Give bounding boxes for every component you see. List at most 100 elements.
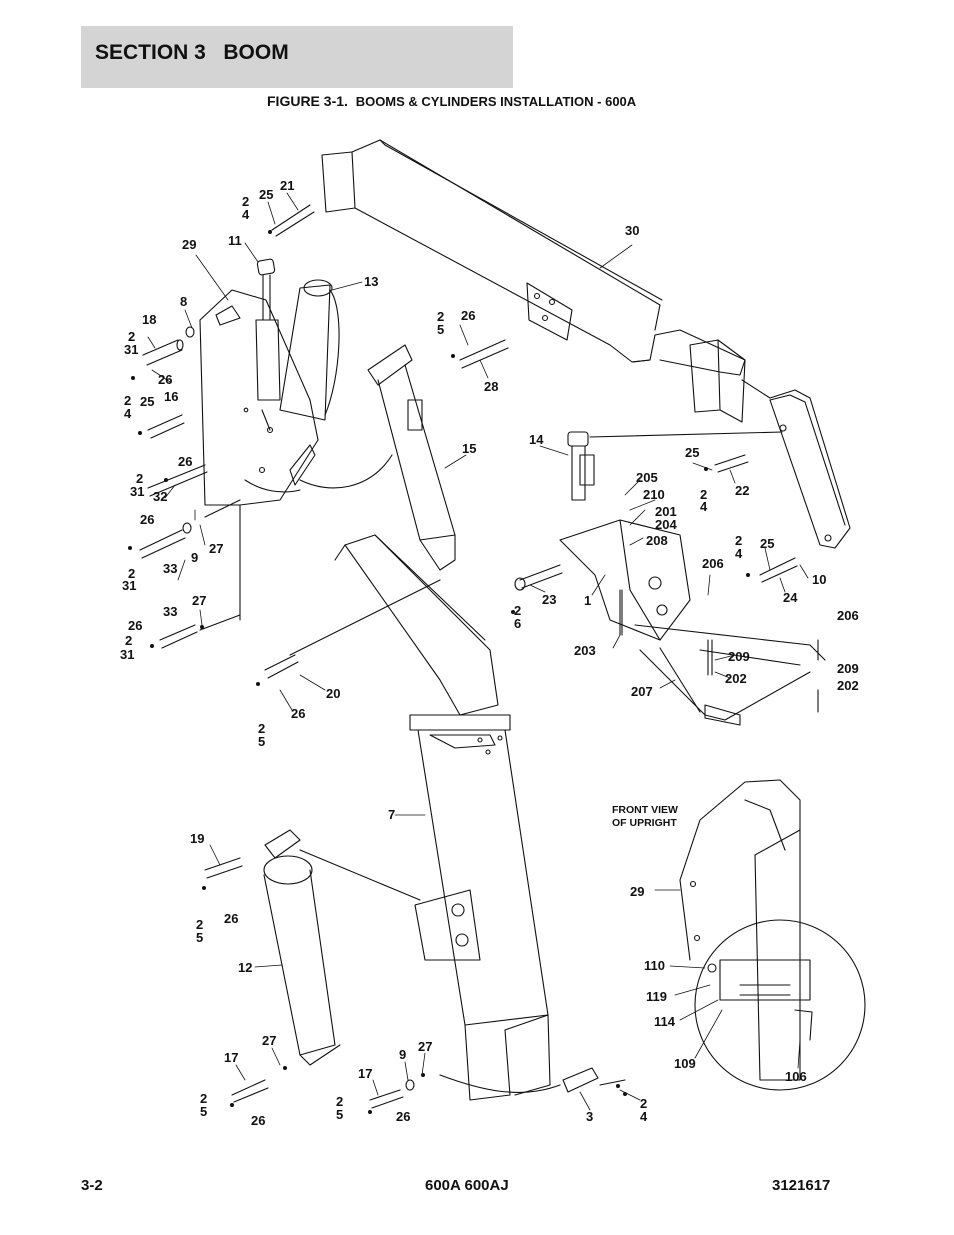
leader-lines	[147, 192, 809, 1111]
figure-number: FIGURE 3-1.	[267, 93, 348, 109]
callout: 33	[163, 561, 177, 576]
mid-boom-top	[334, 534, 511, 749]
callout: 25	[140, 394, 154, 409]
callout: 11	[228, 233, 242, 248]
figure-title: FIGURE 3-1. BOOMS & CYLINDERS INSTALLATI…	[267, 93, 636, 109]
callout: 26	[128, 618, 142, 633]
callout: 205	[636, 470, 658, 485]
callout: 26	[178, 454, 192, 469]
callout: 5	[196, 930, 203, 945]
section-title: SECTION 3 BOOM	[95, 41, 289, 64]
model-number: 600A 600AJ	[425, 1177, 509, 1194]
callout: 114	[654, 1014, 676, 1029]
callout: 2	[437, 309, 444, 324]
callout: 9	[191, 550, 198, 565]
cylinder-15	[367, 344, 456, 571]
callout: 8	[180, 294, 187, 309]
callout: 201	[655, 504, 677, 519]
pins-left	[139, 204, 315, 649]
callout: 26	[291, 706, 305, 721]
callout: 30	[625, 223, 639, 238]
callout: 2	[336, 1094, 343, 1109]
callout: 203	[574, 643, 596, 658]
callout: 4	[242, 207, 250, 222]
callout: 13	[364, 274, 378, 289]
callout: 10	[812, 572, 826, 587]
document-number: 3121617	[772, 1177, 831, 1194]
callout: 2	[514, 603, 521, 618]
callout: 18	[142, 312, 156, 327]
callout: 4	[735, 546, 743, 561]
callout: 2	[196, 917, 203, 932]
callout: 208	[646, 533, 668, 548]
hardware-dots	[128, 230, 750, 1114]
callout: 22	[735, 483, 749, 498]
callout: 9	[399, 1047, 406, 1062]
callout: 15	[462, 441, 476, 456]
callout: 7	[388, 807, 395, 822]
callout: 20	[326, 686, 340, 701]
callout: 110	[644, 958, 665, 973]
callout: 21	[280, 178, 294, 193]
callout: 209	[837, 661, 859, 676]
callout-labels: 21 25 2 4 30 29 11 13 8 18 2 31 26 2 5 2…	[120, 178, 859, 1128]
callout: 26	[140, 512, 154, 527]
callout: 1	[584, 593, 591, 608]
pins-bottom	[204, 857, 626, 1109]
actuator-bracket-1	[559, 431, 783, 641]
callout: 202	[725, 671, 747, 686]
figure-caption: BOOMS & CYLINDERS INSTALLATION - 600A	[355, 94, 637, 109]
front-view-caption: OF UPRIGHT	[612, 817, 677, 829]
callout: 24	[783, 590, 798, 605]
callout: 29	[182, 237, 196, 252]
callout: 2	[128, 329, 135, 344]
callout: 27	[262, 1033, 276, 1048]
callout: 206	[702, 556, 724, 571]
callout: 204	[655, 517, 677, 532]
callout: 28	[484, 379, 498, 394]
callout: 2	[242, 194, 249, 209]
callout: 2	[735, 533, 742, 548]
callout: 2	[124, 393, 131, 408]
callout: 26	[158, 372, 172, 387]
callout: 12	[238, 960, 252, 975]
callout: 5	[437, 322, 444, 337]
page-number: 3-2	[81, 1177, 103, 1194]
callout: 4	[640, 1109, 648, 1124]
callout: 6	[514, 616, 521, 631]
callout: 29	[630, 884, 644, 899]
upper-boom	[321, 139, 851, 549]
callout: 119	[646, 989, 667, 1004]
callout: 4	[124, 406, 132, 421]
callout: 25	[259, 187, 273, 202]
callout: 206	[837, 608, 859, 623]
mid-boom-7	[414, 729, 551, 1101]
callout: 25	[760, 536, 774, 551]
callout: 207	[631, 684, 653, 699]
callout: 106	[785, 1069, 807, 1084]
callout: 5	[336, 1107, 343, 1122]
callout: 202	[837, 678, 859, 693]
callout: 2	[128, 566, 135, 581]
callout: 209	[728, 649, 750, 664]
callout: 27	[192, 593, 206, 608]
callout: 5	[200, 1104, 207, 1119]
upright-bracket	[199, 289, 393, 621]
callout: 26	[251, 1113, 265, 1128]
callout: 31	[120, 647, 134, 662]
callout: 26	[224, 911, 238, 926]
callout: 17	[224, 1050, 238, 1065]
callout: 210	[643, 487, 665, 502]
callout: 26	[396, 1109, 410, 1124]
cylinders-11-13	[255, 258, 340, 421]
callout: 3	[586, 1109, 593, 1124]
callout: 2	[136, 471, 143, 486]
front-view-caption: FRONT VIEW	[612, 804, 678, 816]
callout: 31	[122, 578, 136, 593]
callout: 31	[124, 342, 138, 357]
callout: 33	[163, 604, 177, 619]
callout: 5	[258, 734, 265, 749]
platform-frame-207	[621, 589, 826, 726]
callout: 27	[209, 541, 223, 556]
